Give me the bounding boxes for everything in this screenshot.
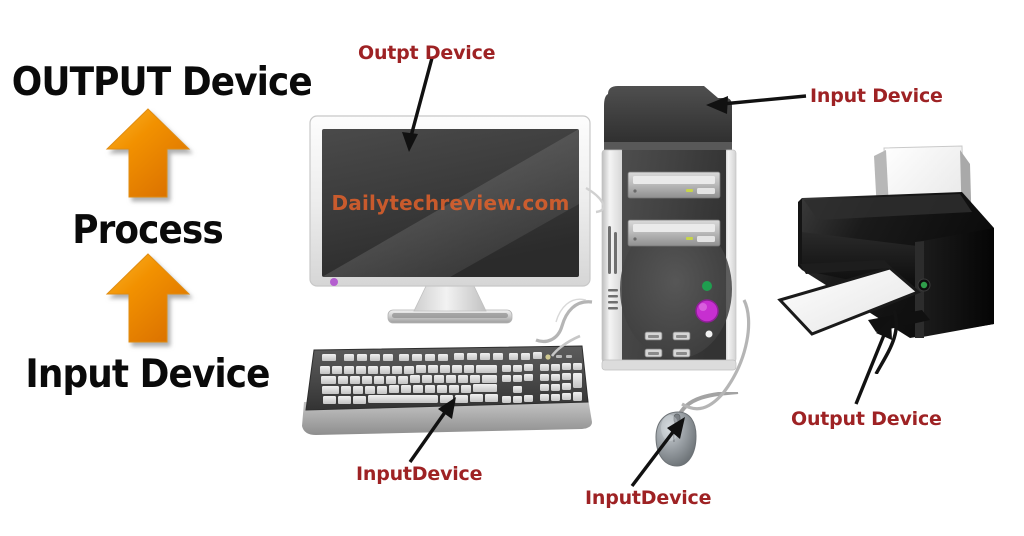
computer-mouse	[634, 390, 744, 492]
input-process-output-flow: OUTPUT Device Process In	[0, 60, 313, 405]
tower-power-button	[695, 299, 719, 323]
keyboard-arrow-cluster	[502, 364, 533, 403]
keyboard-function-row	[322, 352, 542, 361]
monitor-screen: Dailytechreview.com	[322, 129, 579, 277]
site-watermark: Dailytechreview.com	[331, 191, 570, 215]
keyboard-numeric-keypad	[540, 363, 582, 401]
callout-label-monitor: Outpt Device	[358, 42, 496, 64]
computer-tower	[592, 84, 744, 384]
printer-output-paper	[777, 266, 921, 336]
monitor-power-led	[330, 278, 338, 286]
mouse-graphic	[655, 390, 739, 467]
tower-graphic	[601, 86, 737, 371]
computer-monitor: Dailytechreview.com	[300, 112, 600, 342]
printer	[772, 142, 1004, 375]
tower-small-led	[705, 330, 713, 338]
callout-label-tower: Input Device	[810, 85, 943, 107]
tower-activity-led	[702, 281, 712, 291]
tower-vent-slots	[608, 226, 618, 310]
optical-drive-bay-1	[627, 171, 721, 199]
optical-drive-bay-2	[627, 219, 721, 247]
callout-label-printer: Output Device	[791, 408, 942, 430]
keyboard-main-keys	[320, 365, 498, 404]
callout-label-keyboard: InputDevice	[356, 463, 483, 485]
flow-input-label: Input Device	[25, 352, 270, 397]
up-arrow-icon	[105, 253, 190, 343]
keyboard	[296, 340, 596, 445]
up-arrow-icon	[105, 108, 190, 198]
flow-process-label: Process	[72, 208, 223, 253]
callout-label-mouse: InputDevice	[585, 487, 712, 509]
keyboard-graphic	[302, 345, 592, 435]
printer-graphic	[777, 145, 994, 375]
flow-output-label: OUTPUT Device	[11, 60, 313, 105]
printer-power-led	[920, 281, 928, 289]
monitor-graphic	[309, 115, 591, 324]
